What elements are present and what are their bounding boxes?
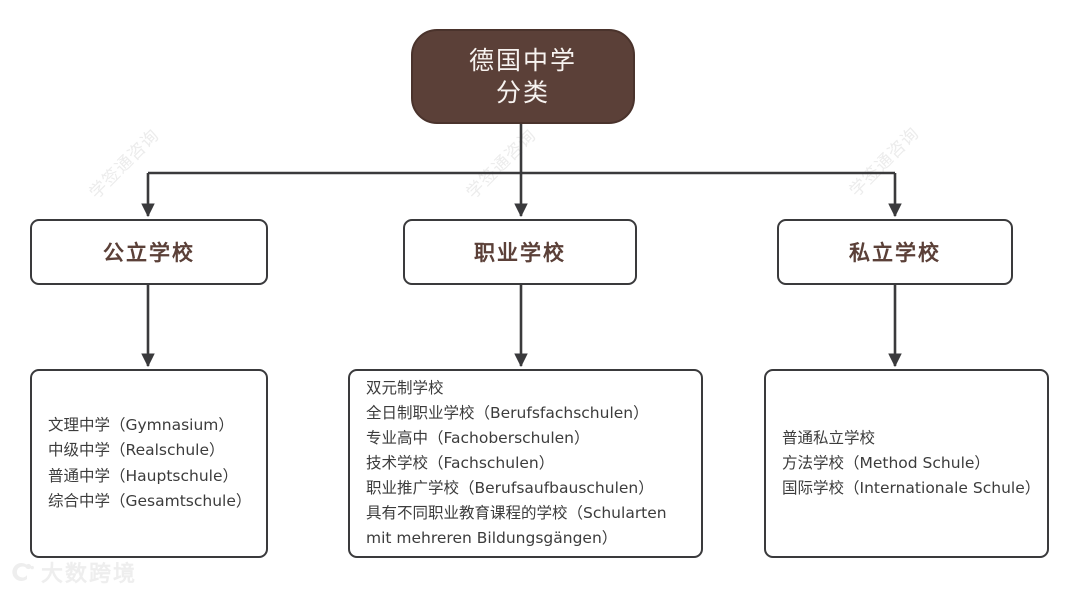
- watermark-corner: 大数跨境: [8, 556, 137, 588]
- list-item: 专业高中（Fachoberschulen）: [366, 428, 590, 447]
- category-node-label: 职业学校: [474, 241, 566, 265]
- leaf-node-public-school-types[interactable]: 文理中学（Gymnasium） 中级中学（Realschule） 普通中学（Ha…: [30, 369, 268, 558]
- watermark-corner-label: 大数跨境: [41, 562, 138, 587]
- list-item: 国际学校（Internationale Schule）: [782, 479, 1041, 498]
- list-item: 全日制职业学校（Berufsfachschulen）: [366, 403, 649, 422]
- category-node-vocational-schools[interactable]: 职业学校: [403, 219, 637, 285]
- leaf-node-vocational-school-types[interactable]: 双元制学校 全日制职业学校（Berufsfachschulen） 专业高中（Fa…: [348, 369, 703, 558]
- brand-logo-icon: [8, 559, 34, 585]
- root-node-german-secondary-school-classification[interactable]: 德国中学 分类: [411, 29, 635, 124]
- category-node-public-schools[interactable]: 公立学校: [30, 219, 268, 285]
- list-item: 综合中学（Gesamtschule）: [48, 491, 252, 510]
- list-item: 中级中学（Realschule）: [48, 441, 225, 460]
- list-item: 普通中学（Hauptschule）: [48, 466, 238, 485]
- leaf-node-private-school-types[interactable]: 普通私立学校 方法学校（Method Schule） 国际学校（Internat…: [764, 369, 1049, 558]
- list-item: 技术学校（Fachschulen）: [366, 453, 555, 472]
- list-item: 职业推广学校（Berufsaufbauschulen）: [366, 479, 654, 498]
- category-node-label: 私立学校: [849, 241, 941, 265]
- root-node-line-2: 分类: [495, 77, 550, 107]
- list-item: 普通私立学校: [782, 428, 876, 447]
- list-item: 具有不同职业教育课程的学校（Schularten mit mehreren Bi…: [366, 504, 672, 548]
- category-node-private-schools[interactable]: 私立学校: [777, 219, 1013, 285]
- list-item: 双元制学校: [366, 378, 444, 397]
- root-node-line-1: 德国中学: [468, 45, 577, 75]
- list-item: 文理中学（Gymnasium）: [48, 416, 234, 435]
- category-node-label: 公立学校: [103, 241, 195, 265]
- list-item: 方法学校（Method Schule）: [782, 453, 990, 472]
